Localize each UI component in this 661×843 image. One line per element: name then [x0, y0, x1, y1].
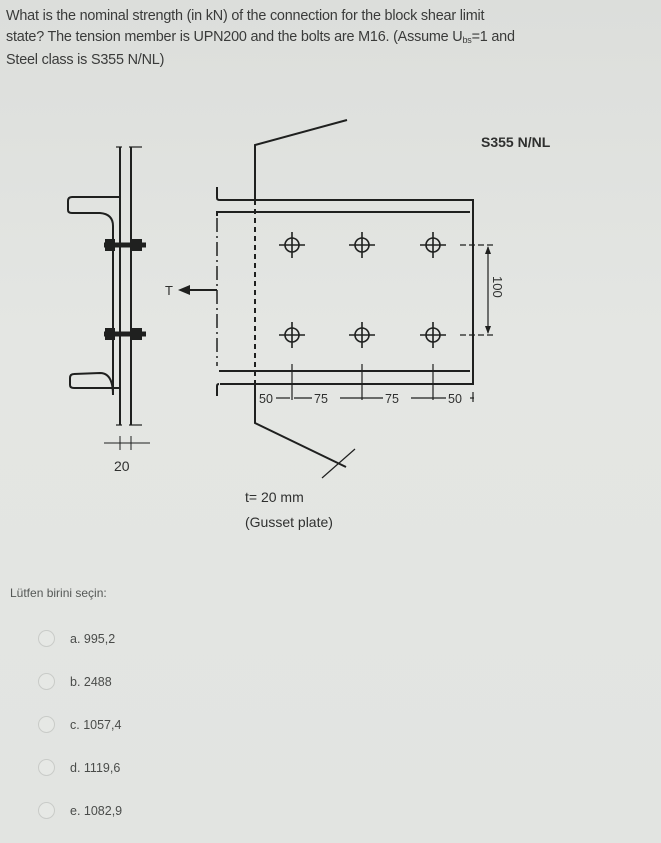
radio-button[interactable] [38, 673, 55, 690]
dim-edge-left: 50 [259, 392, 273, 406]
gusset-thickness-label: t= 20 mm [245, 489, 304, 505]
dim-pitch-1: 75 [314, 392, 328, 406]
option-b[interactable]: b. 2488 [38, 660, 122, 703]
question-line-1: What is the nominal strength (in kN) of … [6, 8, 485, 24]
bolt-hole-r1-c3 [420, 232, 446, 258]
bolt-hole-r1-c1 [279, 232, 305, 258]
section-bolt-bottom [104, 328, 146, 340]
option-label: a. 995,2 [70, 631, 116, 646]
radio-button[interactable] [38, 759, 55, 776]
dim-edge-right: 50 [448, 392, 462, 406]
plan-view [178, 119, 494, 479]
option-e[interactable]: e. 1082,9 [38, 789, 122, 832]
bolt-hole-r2-c3 [420, 322, 446, 348]
vertical-spacing-label: 100 [490, 276, 505, 298]
plate-gap-label: 20 [114, 458, 130, 474]
option-label: e. 1082,9 [70, 803, 123, 818]
question-text: What is the nominal strength (in kN) of … [6, 6, 656, 71]
question-line-3: Steel class is S355 N/NL) [6, 52, 165, 68]
option-label: d. 1119,6 [70, 760, 121, 775]
subscript-bs: bs [462, 34, 472, 45]
bolt-hole-r2-c2 [349, 322, 375, 348]
section-bolt-top [104, 239, 146, 251]
question-line-2-text: state? The tension member is UPN200 and … [6, 28, 463, 45]
option-c[interactable]: c. 1057,4 [38, 703, 122, 746]
option-label: c. 1057,4 [70, 717, 122, 732]
steel-class-label: S355 N/NL [481, 134, 551, 150]
question-line-2-end: =1 and [471, 28, 515, 45]
radio-button[interactable] [38, 630, 55, 647]
dim-pitch-2: 75 [385, 392, 399, 406]
answer-options: a. 995,2 b. 2488 c. 1057,4 d. 1119,6 e. … [38, 617, 122, 832]
option-a[interactable]: a. 995,2 [38, 617, 122, 660]
tension-label: T [165, 283, 173, 298]
radio-button[interactable] [38, 716, 55, 733]
section-view [67, 146, 150, 450]
option-d[interactable]: d. 1119,6 [38, 746, 122, 789]
gusset-label: (Gusset plate) [245, 514, 333, 530]
answer-prompt: Lütfen birini seçin: [10, 586, 107, 600]
option-label: b. 2488 [70, 674, 112, 689]
bolt-hole-r2-c1 [279, 322, 305, 348]
bolt-hole-r1-c2 [349, 232, 375, 258]
connection-diagram: S355 N/NL T 20 100 50 75 75 50 t= 20 mm … [67, 119, 551, 530]
radio-button[interactable] [38, 802, 55, 819]
question-line-2: state? The tension member is UPN200 and … [6, 27, 656, 51]
